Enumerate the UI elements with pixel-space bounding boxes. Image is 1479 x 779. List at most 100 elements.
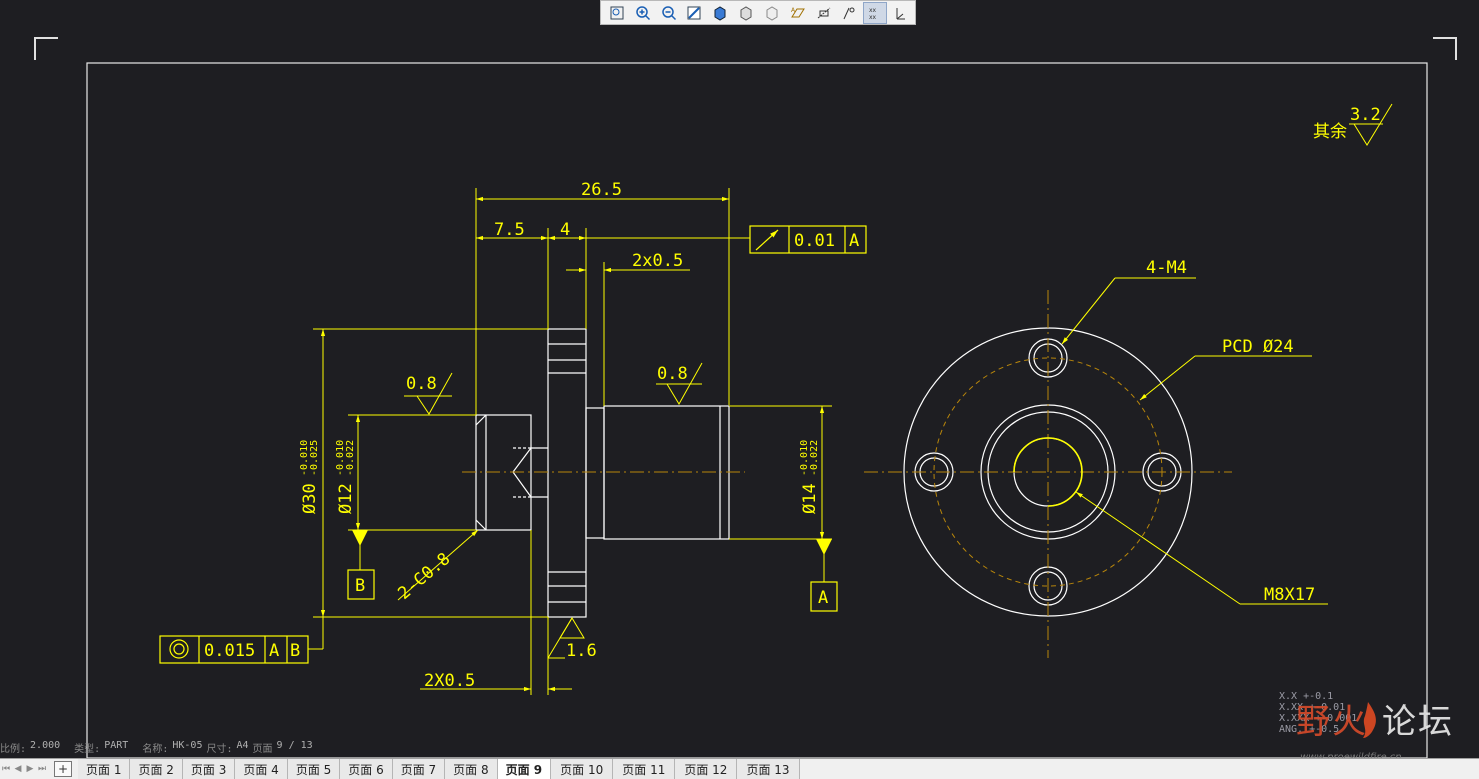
hidden-line-icon: [740, 5, 752, 21]
annotations-button[interactable]: [889, 2, 913, 24]
watermark-text-2: 论坛: [1382, 702, 1454, 742]
tab-sheet-4[interactable]: 页面 4: [235, 759, 288, 779]
runout-value: 0.01: [794, 231, 835, 251]
tolerance-row: X.XX +-0.01: [1279, 702, 1346, 713]
tab-sheet-1[interactable]: 页面 1: [78, 759, 131, 779]
first-sheet-icon[interactable]: ⏮: [1, 764, 11, 774]
zoom-in-button[interactable]: [631, 2, 655, 24]
type-value: PART: [104, 740, 129, 751]
dim-overall-length: 26.5: [581, 180, 622, 200]
datum-triangles: [352, 530, 832, 555]
end-view-centerlines: [864, 290, 1232, 658]
dim-chamfer-left: 2-C0.8: [394, 549, 454, 604]
tab-sheet-7[interactable]: 页面 7: [392, 759, 446, 779]
tab-sheet-8[interactable]: 页面 8: [445, 759, 498, 779]
prev-sheet-icon[interactable]: ◀: [14, 764, 22, 774]
datum-label-b: B: [355, 576, 365, 596]
part-side-view[interactable]: [475, 328, 730, 618]
name-value: HK-05: [172, 740, 203, 751]
zoom-out-button[interactable]: [657, 2, 681, 24]
datum-points-button[interactable]: [837, 2, 861, 24]
datum-axes-button[interactable]: [812, 2, 836, 24]
svg-text:xx: xx: [869, 7, 877, 14]
tab-sheet-6[interactable]: 页面 6: [340, 759, 393, 779]
watermark-text: 野火: [1296, 702, 1368, 742]
dim-dia14-tol-lower: -0.022: [809, 440, 820, 476]
datum-planes-button[interactable]: A: [786, 2, 810, 24]
tolerance-row: X.X +-0.1: [1279, 691, 1334, 702]
sheet-corner-marks: [34, 37, 1457, 60]
zoom-in-icon: [635, 5, 650, 20]
datum-axes-icon: [817, 7, 830, 18]
sheet-border: [86, 62, 1428, 758]
dimension-lines: [308, 103, 1393, 695]
dim-seg-flange: 4: [560, 220, 570, 240]
drawing-status-line: 比例: 2.000 类型: PART 名称: HK-05 尺寸: A4 页面 9…: [0, 740, 313, 755]
last-sheet-icon[interactable]: ⏭: [37, 764, 47, 774]
tab-sheet-12[interactable]: 页面 12: [675, 759, 738, 779]
dim-dia30: Ø30: [300, 483, 320, 514]
refit-icon: [687, 6, 701, 19]
datum-planes-icon: A: [791, 7, 805, 17]
size-label: 尺寸:: [206, 744, 233, 755]
hidden-line-button[interactable]: [734, 2, 758, 24]
dim-dia12-tol-lower: -0.022: [345, 440, 356, 476]
dim-dia30-tol-upper: -0.010: [299, 440, 310, 476]
roughness-left: 0.8: [406, 374, 437, 394]
concentric-datum1: A: [269, 641, 279, 661]
dim-dia30-tol-lower: -0.025: [309, 440, 320, 476]
tolerance-row: X.XXX +-0.001: [1279, 713, 1358, 724]
roughness-general: 3.2: [1350, 105, 1381, 125]
concentric-datum2: B: [290, 641, 300, 661]
datum-points-icon: [843, 7, 855, 19]
zoom-window-button[interactable]: [605, 2, 629, 24]
shaded-icon: [714, 5, 726, 21]
dim-dia12-tol-upper: -0.010: [335, 440, 346, 476]
concentric-value: 0.015: [204, 641, 255, 661]
dim-chamfer-bottom: 2X0.5: [424, 671, 475, 691]
add-sheet-button[interactable]: +: [54, 761, 72, 777]
tolerance-row: ANG. +-0.5: [1279, 724, 1340, 735]
datum-label-a: A: [818, 588, 828, 608]
type-label: 类型:: [74, 744, 101, 755]
dim-dia12: Ø12: [336, 483, 356, 514]
tab-sheet-11[interactable]: 页面 11: [613, 759, 676, 779]
dim-pcd: PCD Ø24: [1222, 337, 1294, 357]
roughness-bottom: 1.6: [566, 641, 597, 661]
scale-label: 比例:: [0, 744, 27, 755]
no-hidden-button[interactable]: [760, 2, 784, 24]
tab-sheet-5[interactable]: 页面 5: [287, 759, 341, 779]
zoom-window-icon: [610, 6, 624, 19]
sheet-value: 9 / 13: [276, 740, 313, 751]
runout-datum: A: [849, 231, 859, 251]
tab-sheet-10[interactable]: 页面 10: [551, 759, 614, 779]
tab-sheet-9[interactable]: 页面 9: [497, 759, 552, 779]
size-value: A4: [236, 740, 249, 751]
drawing-canvas[interactable]: 26.5 7.5 4 2x0.5 2X0.5 2-C0.8 4-M4 PCD Ø…: [0, 0, 1479, 758]
dim-seg-left: 7.5: [494, 220, 525, 240]
watermark-url: www.proewildfire.cn: [1300, 752, 1402, 763]
watermark-flame-icon: [1363, 702, 1376, 738]
dim-thread: M8X17: [1264, 585, 1315, 605]
scale-value: 2.000: [30, 740, 61, 751]
dim-dia14: Ø14: [800, 483, 820, 514]
general-tolerance-table: X.X +-0.1 X.XX +-0.01 X.XXX +-0.001 ANG.…: [1279, 691, 1357, 735]
shaded-button[interactable]: [708, 2, 732, 24]
no-hidden-icon: [766, 5, 778, 21]
next-sheet-icon[interactable]: ▶: [26, 764, 34, 774]
tab-sheet-3[interactable]: 页面 3: [182, 759, 236, 779]
sheet-label: 页面: [252, 744, 273, 755]
dim-dia14-tol-upper: -0.010: [799, 440, 810, 476]
svg-text:xx: xx: [869, 14, 877, 21]
refit-button[interactable]: [682, 2, 706, 24]
zoom-out-icon: [661, 5, 676, 20]
tab-sheet-13[interactable]: 页面 13: [737, 759, 800, 779]
roughness-general-label: 其余: [1313, 122, 1347, 142]
dim-holes: 4-M4: [1146, 258, 1187, 278]
tab-sheet-2[interactable]: 页面 2: [130, 759, 183, 779]
